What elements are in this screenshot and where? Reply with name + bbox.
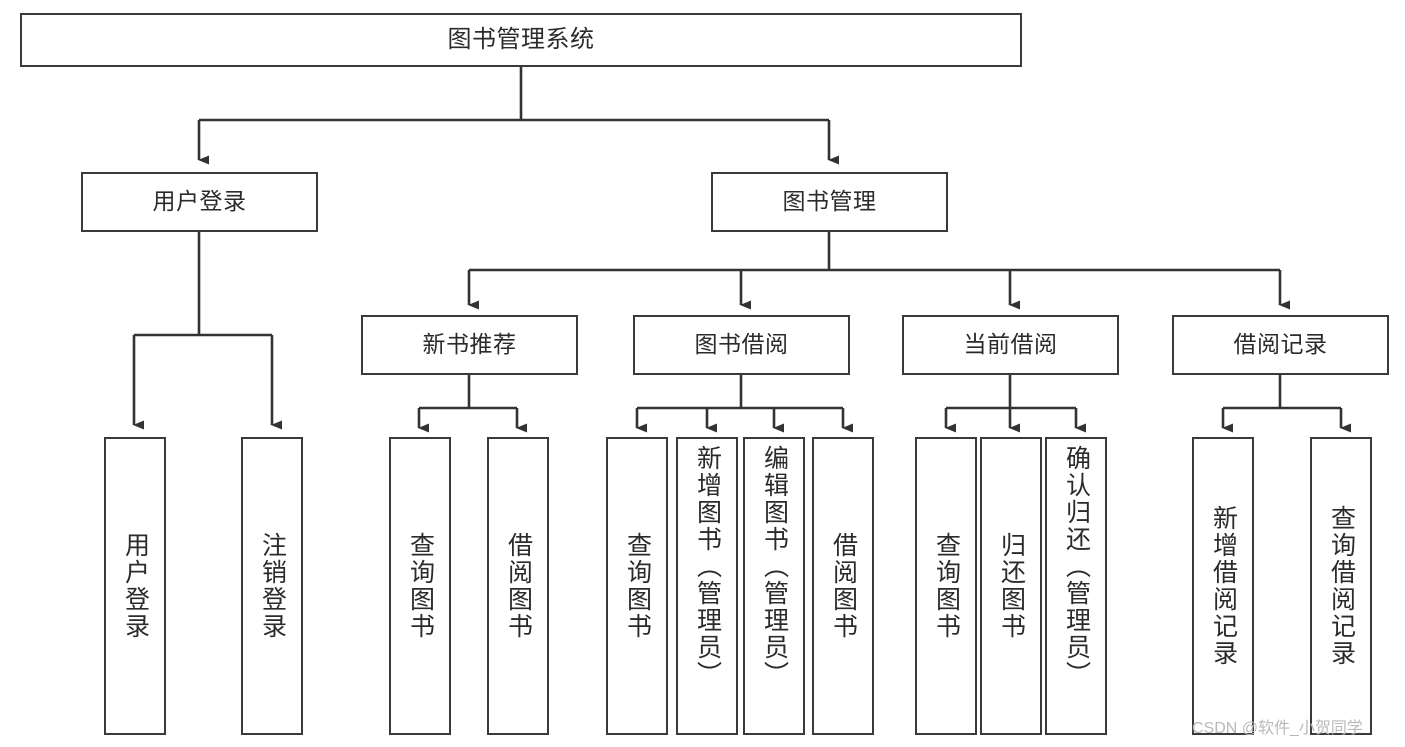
node-book-borrow-label: 图书借阅 — [694, 331, 789, 358]
node-leaf-user-login-label: 用户登录 — [121, 532, 150, 640]
node-book-manage[interactable]: 图书管理 — [711, 172, 948, 232]
node-leaf-edit-book[interactable]: 编辑图书（管理员） — [743, 437, 805, 735]
node-root-label: 图书管理系统 — [447, 25, 595, 53]
node-user-login[interactable]: 用户登录 — [81, 172, 318, 232]
node-current-borrow-label: 当前借阅 — [963, 331, 1058, 358]
node-current-borrow[interactable]: 当前借阅 — [902, 315, 1119, 375]
node-leaf-return-book[interactable]: 归还图书 — [980, 437, 1042, 735]
node-leaf-query-book-3[interactable]: 查询图书 — [915, 437, 977, 735]
node-leaf-borrow-book-2[interactable]: 借阅图书 — [812, 437, 874, 735]
node-leaf-add-record[interactable]: 新增借阅记录 — [1192, 437, 1254, 735]
node-leaf-borrow-book-1-label: 借阅图书 — [504, 532, 533, 640]
node-leaf-logout[interactable]: 注销登录 — [241, 437, 303, 735]
node-leaf-query-book-2-label: 查询图书 — [623, 532, 652, 640]
node-borrow-record[interactable]: 借阅记录 — [1172, 315, 1389, 375]
node-leaf-query-record-label: 查询借阅记录 — [1327, 505, 1356, 667]
node-leaf-add-book[interactable]: 新增图书（管理员） — [676, 437, 738, 735]
node-leaf-confirm-return[interactable]: 确认归还（管理员） — [1045, 437, 1107, 735]
node-new-book-recommend[interactable]: 新书推荐 — [361, 315, 578, 375]
csdn-watermark: CSDN @软件_小贺同学 — [1192, 720, 1363, 737]
node-leaf-add-book-label: 新增图书（管理员） — [693, 445, 722, 688]
node-book-manage-label: 图书管理 — [782, 188, 877, 215]
node-leaf-confirm-return-label: 确认归还（管理员） — [1062, 445, 1091, 688]
node-leaf-logout-label: 注销登录 — [258, 532, 287, 640]
node-leaf-borrow-book-1[interactable]: 借阅图书 — [487, 437, 549, 735]
node-leaf-query-book-2[interactable]: 查询图书 — [606, 437, 668, 735]
node-leaf-user-login[interactable]: 用户登录 — [104, 437, 166, 735]
node-new-book-recommend-label: 新书推荐 — [422, 331, 517, 358]
node-user-login-label: 用户登录 — [152, 188, 247, 215]
node-leaf-return-book-label: 归还图书 — [997, 532, 1026, 640]
node-leaf-query-record[interactable]: 查询借阅记录 — [1310, 437, 1372, 735]
node-leaf-query-book-1[interactable]: 查询图书 — [389, 437, 451, 735]
node-leaf-query-book-3-label: 查询图书 — [932, 532, 961, 640]
node-root[interactable]: 图书管理系统 — [20, 13, 1022, 67]
node-leaf-query-book-1-label: 查询图书 — [406, 532, 435, 640]
node-leaf-edit-book-label: 编辑图书（管理员） — [760, 445, 789, 688]
node-borrow-record-label: 借阅记录 — [1233, 331, 1328, 358]
node-book-borrow[interactable]: 图书借阅 — [633, 315, 850, 375]
node-leaf-borrow-book-2-label: 借阅图书 — [829, 532, 858, 640]
node-leaf-add-record-label: 新增借阅记录 — [1209, 505, 1238, 667]
